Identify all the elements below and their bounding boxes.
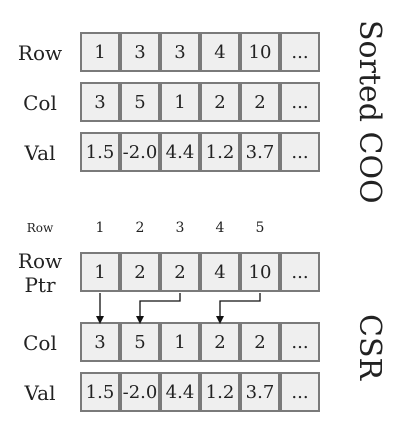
pointer-arrow <box>216 293 261 324</box>
csr-rowptr-label-line1: Row <box>17 249 63 273</box>
csr-rowptr-cell: 2 <box>120 252 160 292</box>
coo-col-cell: 2 <box>200 82 240 122</box>
csr-val-cell: -2.0 <box>120 372 160 412</box>
csr-row-index-number: 1 <box>95 220 105 236</box>
coo-row-label: Row <box>17 41 63 65</box>
coo-col-cell: 1 <box>160 82 200 122</box>
csr-val-cell: 1.2 <box>200 372 240 412</box>
coo-val-label: Val <box>24 141 56 165</box>
coo-val-cell: 3.7 <box>240 132 280 172</box>
coo-row-cell: 1 <box>80 32 120 72</box>
csr-row-index-number: 3 <box>175 220 185 236</box>
coo-row-cell: 3 <box>120 32 160 72</box>
csr-col-cell: 5 <box>120 322 160 362</box>
csr-val-label: Val <box>24 381 56 405</box>
csr-row-index-number: 2 <box>135 220 145 236</box>
coo-val-cell: 1.2 <box>200 132 240 172</box>
csr-col-cell: 1 <box>160 322 200 362</box>
coo-val-cell: 1.5 <box>80 132 120 172</box>
csr-rowptr-cell: 10 <box>240 252 280 292</box>
coo-val-cell: 4.4 <box>160 132 200 172</box>
csr-row-index-number: 5 <box>255 220 265 236</box>
coo-col-cell: 2 <box>240 82 280 122</box>
coo-col-cell: ... <box>280 82 320 122</box>
coo-col-cell: 5 <box>120 82 160 122</box>
csr-row-index-number: 4 <box>215 220 225 236</box>
coo-row-cell: 4 <box>200 32 240 72</box>
csr-val-cell: 1.5 <box>80 372 120 412</box>
csr-row-index-label: Row <box>26 221 54 235</box>
csr-col-cell: ... <box>280 322 320 362</box>
pointer-arrow <box>136 293 181 324</box>
coo-row-cell: ... <box>280 32 320 72</box>
coo-row-cell: 10 <box>240 32 280 72</box>
coo-col-label: Col <box>23 91 57 115</box>
csr-rowptr-cell: ... <box>280 252 320 292</box>
coo-val-cell: ... <box>280 132 320 172</box>
csr-val-cell: 4.4 <box>160 372 200 412</box>
csr-rowptr-cell: 1 <box>80 252 120 292</box>
csr-col-label: Col <box>23 331 57 355</box>
coo-col-cell: 3 <box>80 82 120 122</box>
csr-rowptr-cell: 2 <box>160 252 200 292</box>
coo-val-cell: -2.0 <box>120 132 160 172</box>
csr-col-cell: 2 <box>240 322 280 362</box>
csr-rowptr-label-line2: Ptr <box>24 273 56 297</box>
csr-col-cell: 3 <box>80 322 120 362</box>
coo-row-cell: 3 <box>160 32 200 72</box>
csr-val-cell: 3.7 <box>240 372 280 412</box>
csr-val-cell: ... <box>280 372 320 412</box>
csr-rowptr-cell: 4 <box>200 252 240 292</box>
